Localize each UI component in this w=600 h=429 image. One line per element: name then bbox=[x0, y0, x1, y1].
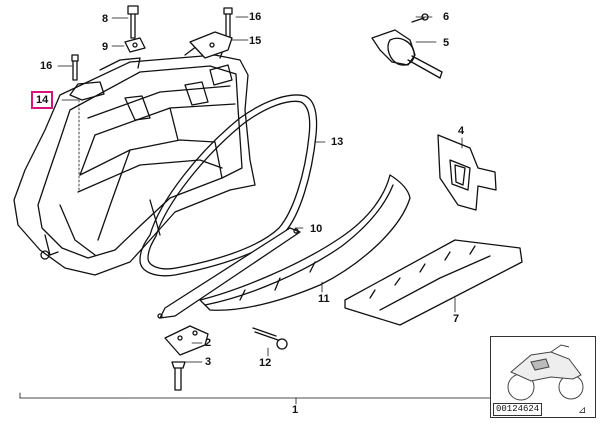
leader-lines bbox=[19, 16, 576, 405]
part-3-stud-drawing bbox=[171, 361, 186, 391]
part-12-screw-drawing bbox=[252, 327, 288, 350]
callout-2[interactable]: 2 bbox=[205, 337, 212, 349]
corner-mark-icon: ⊿ bbox=[578, 405, 587, 416]
callout-11[interactable]: 11 bbox=[318, 293, 330, 305]
bolt-16-top-drawing bbox=[189, 7, 233, 59]
bolt-16-left-drawing bbox=[71, 54, 79, 81]
part-11-trim-drawing bbox=[199, 174, 411, 311]
callout-3[interactable]: 3 bbox=[205, 356, 212, 368]
part-5-sensor-drawing bbox=[371, 13, 443, 79]
part-10-strap-drawing bbox=[157, 227, 301, 319]
part-7-pad-drawing bbox=[344, 239, 523, 326]
callout-7[interactable]: 7 bbox=[453, 313, 460, 325]
bolt-8-drawing bbox=[124, 5, 146, 53]
motorcycle-icon bbox=[507, 344, 584, 401]
callout-12[interactable]: 12 bbox=[259, 357, 272, 369]
main-housing-drawing bbox=[13, 39, 256, 276]
callout-13[interactable]: 13 bbox=[331, 136, 344, 148]
part-4-clip-drawing bbox=[437, 134, 497, 211]
callout-14-highlighted[interactable]: 14 bbox=[31, 91, 54, 109]
part-2-plate-drawing bbox=[164, 325, 209, 356]
callout-8[interactable]: 8 bbox=[102, 13, 109, 25]
callout-9[interactable]: 9 bbox=[102, 41, 109, 53]
callout-6[interactable]: 6 bbox=[443, 11, 450, 23]
callout-16-left[interactable]: 16 bbox=[40, 60, 53, 72]
callout-5[interactable]: 5 bbox=[443, 37, 450, 49]
callout-10[interactable]: 10 bbox=[310, 223, 323, 235]
callout-15[interactable]: 15 bbox=[249, 35, 262, 47]
callout-16-top[interactable]: 16 bbox=[249, 11, 262, 23]
callout-4[interactable]: 4 bbox=[458, 125, 465, 137]
diagram-code: 00124624 bbox=[493, 403, 543, 416]
part-13-seal-drawing bbox=[139, 94, 318, 277]
callout-1[interactable]: 1 bbox=[292, 404, 299, 416]
